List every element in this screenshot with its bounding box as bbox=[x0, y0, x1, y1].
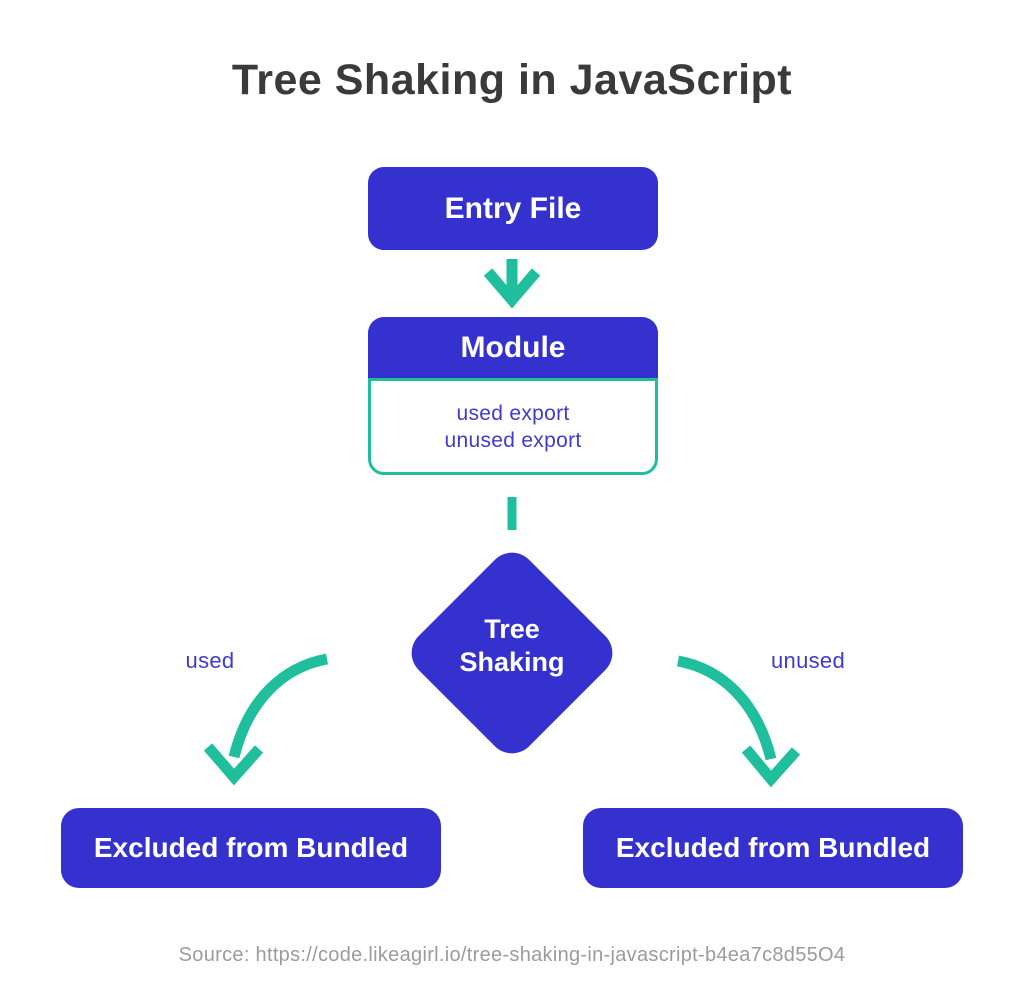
tree-shaking-label: Tree Shaking bbox=[412, 613, 612, 679]
excluded-from-bundled-right-node: Excluded from Bundled bbox=[583, 808, 963, 888]
module-header: Module bbox=[368, 317, 658, 378]
treeshaking-to-right-arrow bbox=[676, 655, 801, 788]
edge-label-used: used bbox=[185, 648, 235, 673]
module-node: Module used export unused export bbox=[368, 317, 658, 475]
module-unused-export-label: unused export bbox=[444, 428, 582, 452]
entry-file-label: Entry File bbox=[444, 191, 582, 225]
module-used-export-label: used export bbox=[456, 401, 570, 425]
treeshaking-to-left-arrow bbox=[203, 653, 329, 786]
excluded-left-label: Excluded from Bundled bbox=[93, 832, 409, 863]
excluded-from-bundled-left-node: Excluded from Bundled bbox=[61, 808, 441, 888]
source-attribution: Source: https://code.likeagirl.io/tree-s… bbox=[178, 944, 846, 966]
edge-label-unused: unused bbox=[771, 648, 845, 673]
tree-shaking-label-line2: Shaking bbox=[459, 647, 565, 677]
module-label: Module bbox=[460, 330, 566, 364]
diagram-title: Tree Shaking in JavaScript bbox=[231, 56, 793, 104]
entry-to-module-arrow bbox=[483, 259, 541, 309]
tree-shaking-label-line1: Tree bbox=[484, 614, 540, 644]
module-body: used export unused export bbox=[368, 378, 658, 475]
excluded-right-label: Excluded from Bundled bbox=[615, 832, 931, 863]
entry-file-node: Entry File bbox=[368, 167, 658, 250]
